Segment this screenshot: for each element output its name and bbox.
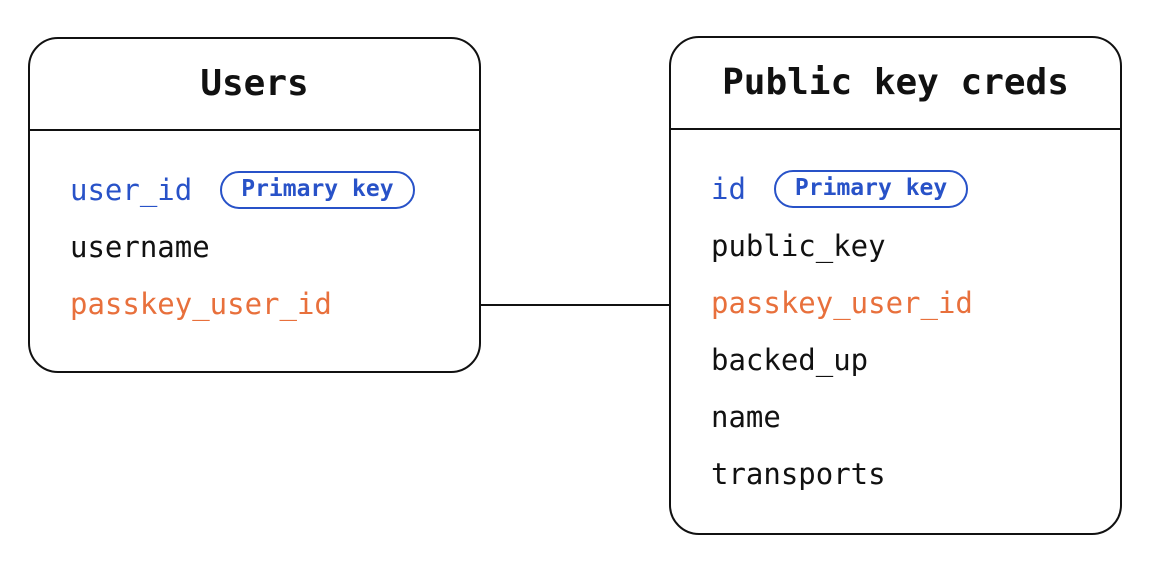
field-row-passkey-user-id: passkey_user_id: [711, 274, 1120, 331]
table-users-title: Users: [30, 39, 479, 131]
field-row-name: name: [711, 388, 1120, 445]
field-row-username: username: [70, 218, 479, 275]
field-label-backed-up: backed_up: [711, 342, 869, 377]
field-row-transports: transports: [711, 445, 1120, 502]
table-public-key-creds-title: Public key creds: [671, 38, 1120, 130]
field-row-user-id: user_id Primary key: [70, 161, 479, 218]
field-label-passkey-user-id: passkey_user_id: [70, 286, 332, 321]
table-users: Users user_id Primary key username passk…: [28, 37, 481, 373]
field-label-transports: transports: [711, 456, 886, 491]
field-label-id: id: [711, 171, 746, 206]
primary-key-badge: Primary key: [220, 170, 415, 209]
field-label-name: name: [711, 399, 781, 434]
field-label-user-id: user_id: [70, 172, 193, 207]
table-users-fields: user_id Primary key username passkey_use…: [30, 131, 479, 332]
field-row-backed-up: backed_up: [711, 331, 1120, 388]
table-public-key-creds: Public key creds id Primary key public_k…: [669, 36, 1122, 535]
relationship-line: [480, 304, 671, 306]
field-row-id: id Primary key: [711, 160, 1120, 217]
field-row-public-key: public_key: [711, 217, 1120, 274]
field-row-passkey-user-id: passkey_user_id: [70, 275, 479, 332]
field-label-public-key: public_key: [711, 228, 886, 263]
field-label-username: username: [70, 229, 210, 264]
primary-key-badge: Primary key: [773, 169, 969, 208]
field-label-passkey-user-id: passkey_user_id: [711, 285, 973, 320]
table-public-key-creds-fields: id Primary key public_key passkey_user_i…: [671, 130, 1120, 502]
